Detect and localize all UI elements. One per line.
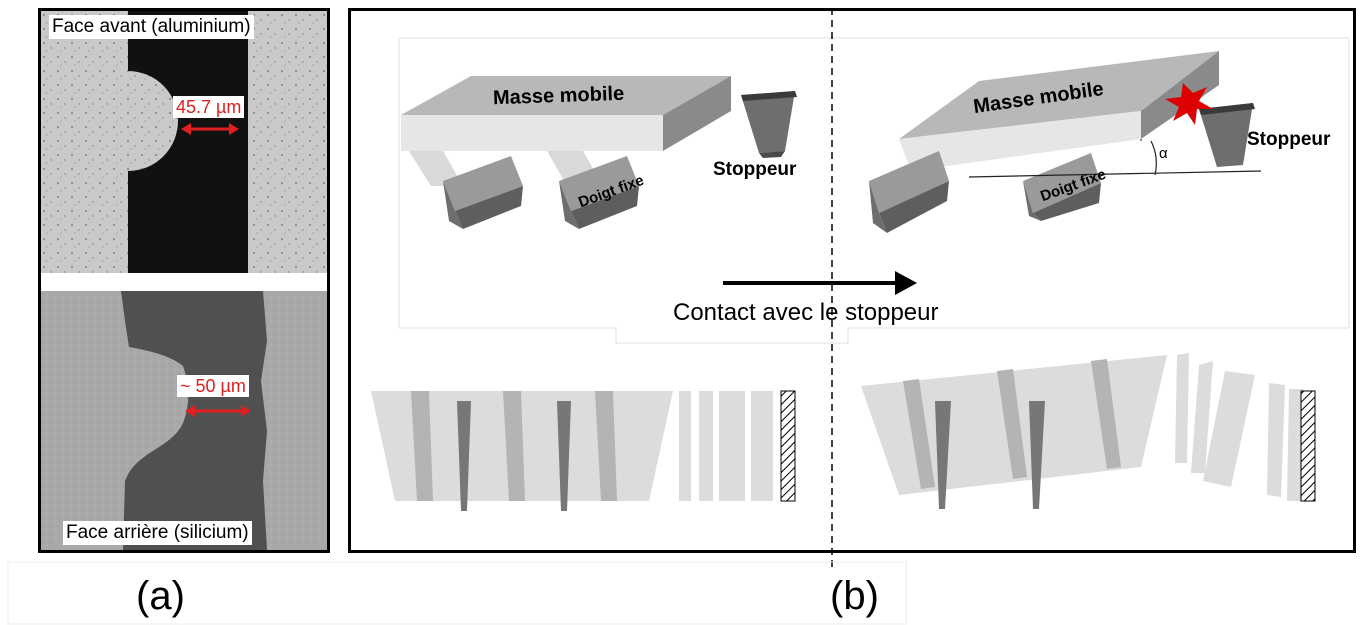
back-measure-arrow (185, 405, 251, 417)
panel-a-micrographs: Face avant (aluminium) 45.7 µm ~ 50 µm F… (38, 8, 330, 553)
panel-b-diagram: Masse mobile Doigt fixe Stoppeur Masse m… (348, 8, 1356, 553)
mass-label-left: Masse mobile (492, 82, 625, 110)
finger-3d-left-2 (559, 156, 639, 229)
stopper-label-left: Stoppeur (713, 159, 797, 180)
back-face-label: Face arrière (silicium) (63, 521, 252, 545)
front-face-image (41, 11, 327, 273)
back-face-image (41, 291, 327, 550)
front-face-label: Face avant (aluminium) (49, 15, 254, 39)
front-measure-arrow (181, 123, 239, 135)
angle-indicator (968, 139, 1262, 178)
schematic-right (861, 355, 1167, 509)
transition-caption: Contact avec le stoppeur (673, 299, 939, 326)
impact-star-icon (1165, 83, 1213, 125)
caption-a: (a) (136, 574, 185, 618)
stopper-3d-right (1199, 103, 1255, 167)
finger-3d-right-2 (1023, 153, 1101, 221)
front-measure-value: 45.7 µm (173, 96, 245, 118)
stopper-3d-left (741, 91, 797, 158)
beams-right (1175, 353, 1316, 502)
micrograph-images (41, 11, 327, 550)
back-measure-value: ~ 50 µm (177, 375, 249, 397)
mass-3d-left (401, 76, 731, 186)
mass-3d-right (899, 51, 1219, 171)
transition-arrow (723, 271, 917, 295)
stopper-label-right: Stoppeur (1247, 129, 1331, 150)
angle-label: α (1159, 145, 1168, 162)
finger-3d-left-1 (443, 156, 523, 229)
finger-3d-right-1 (869, 151, 949, 233)
caption-b: (b) (830, 574, 879, 618)
schematic-left (371, 391, 673, 511)
beams-left (679, 390, 796, 502)
contact-diagram (371, 37, 1350, 511)
